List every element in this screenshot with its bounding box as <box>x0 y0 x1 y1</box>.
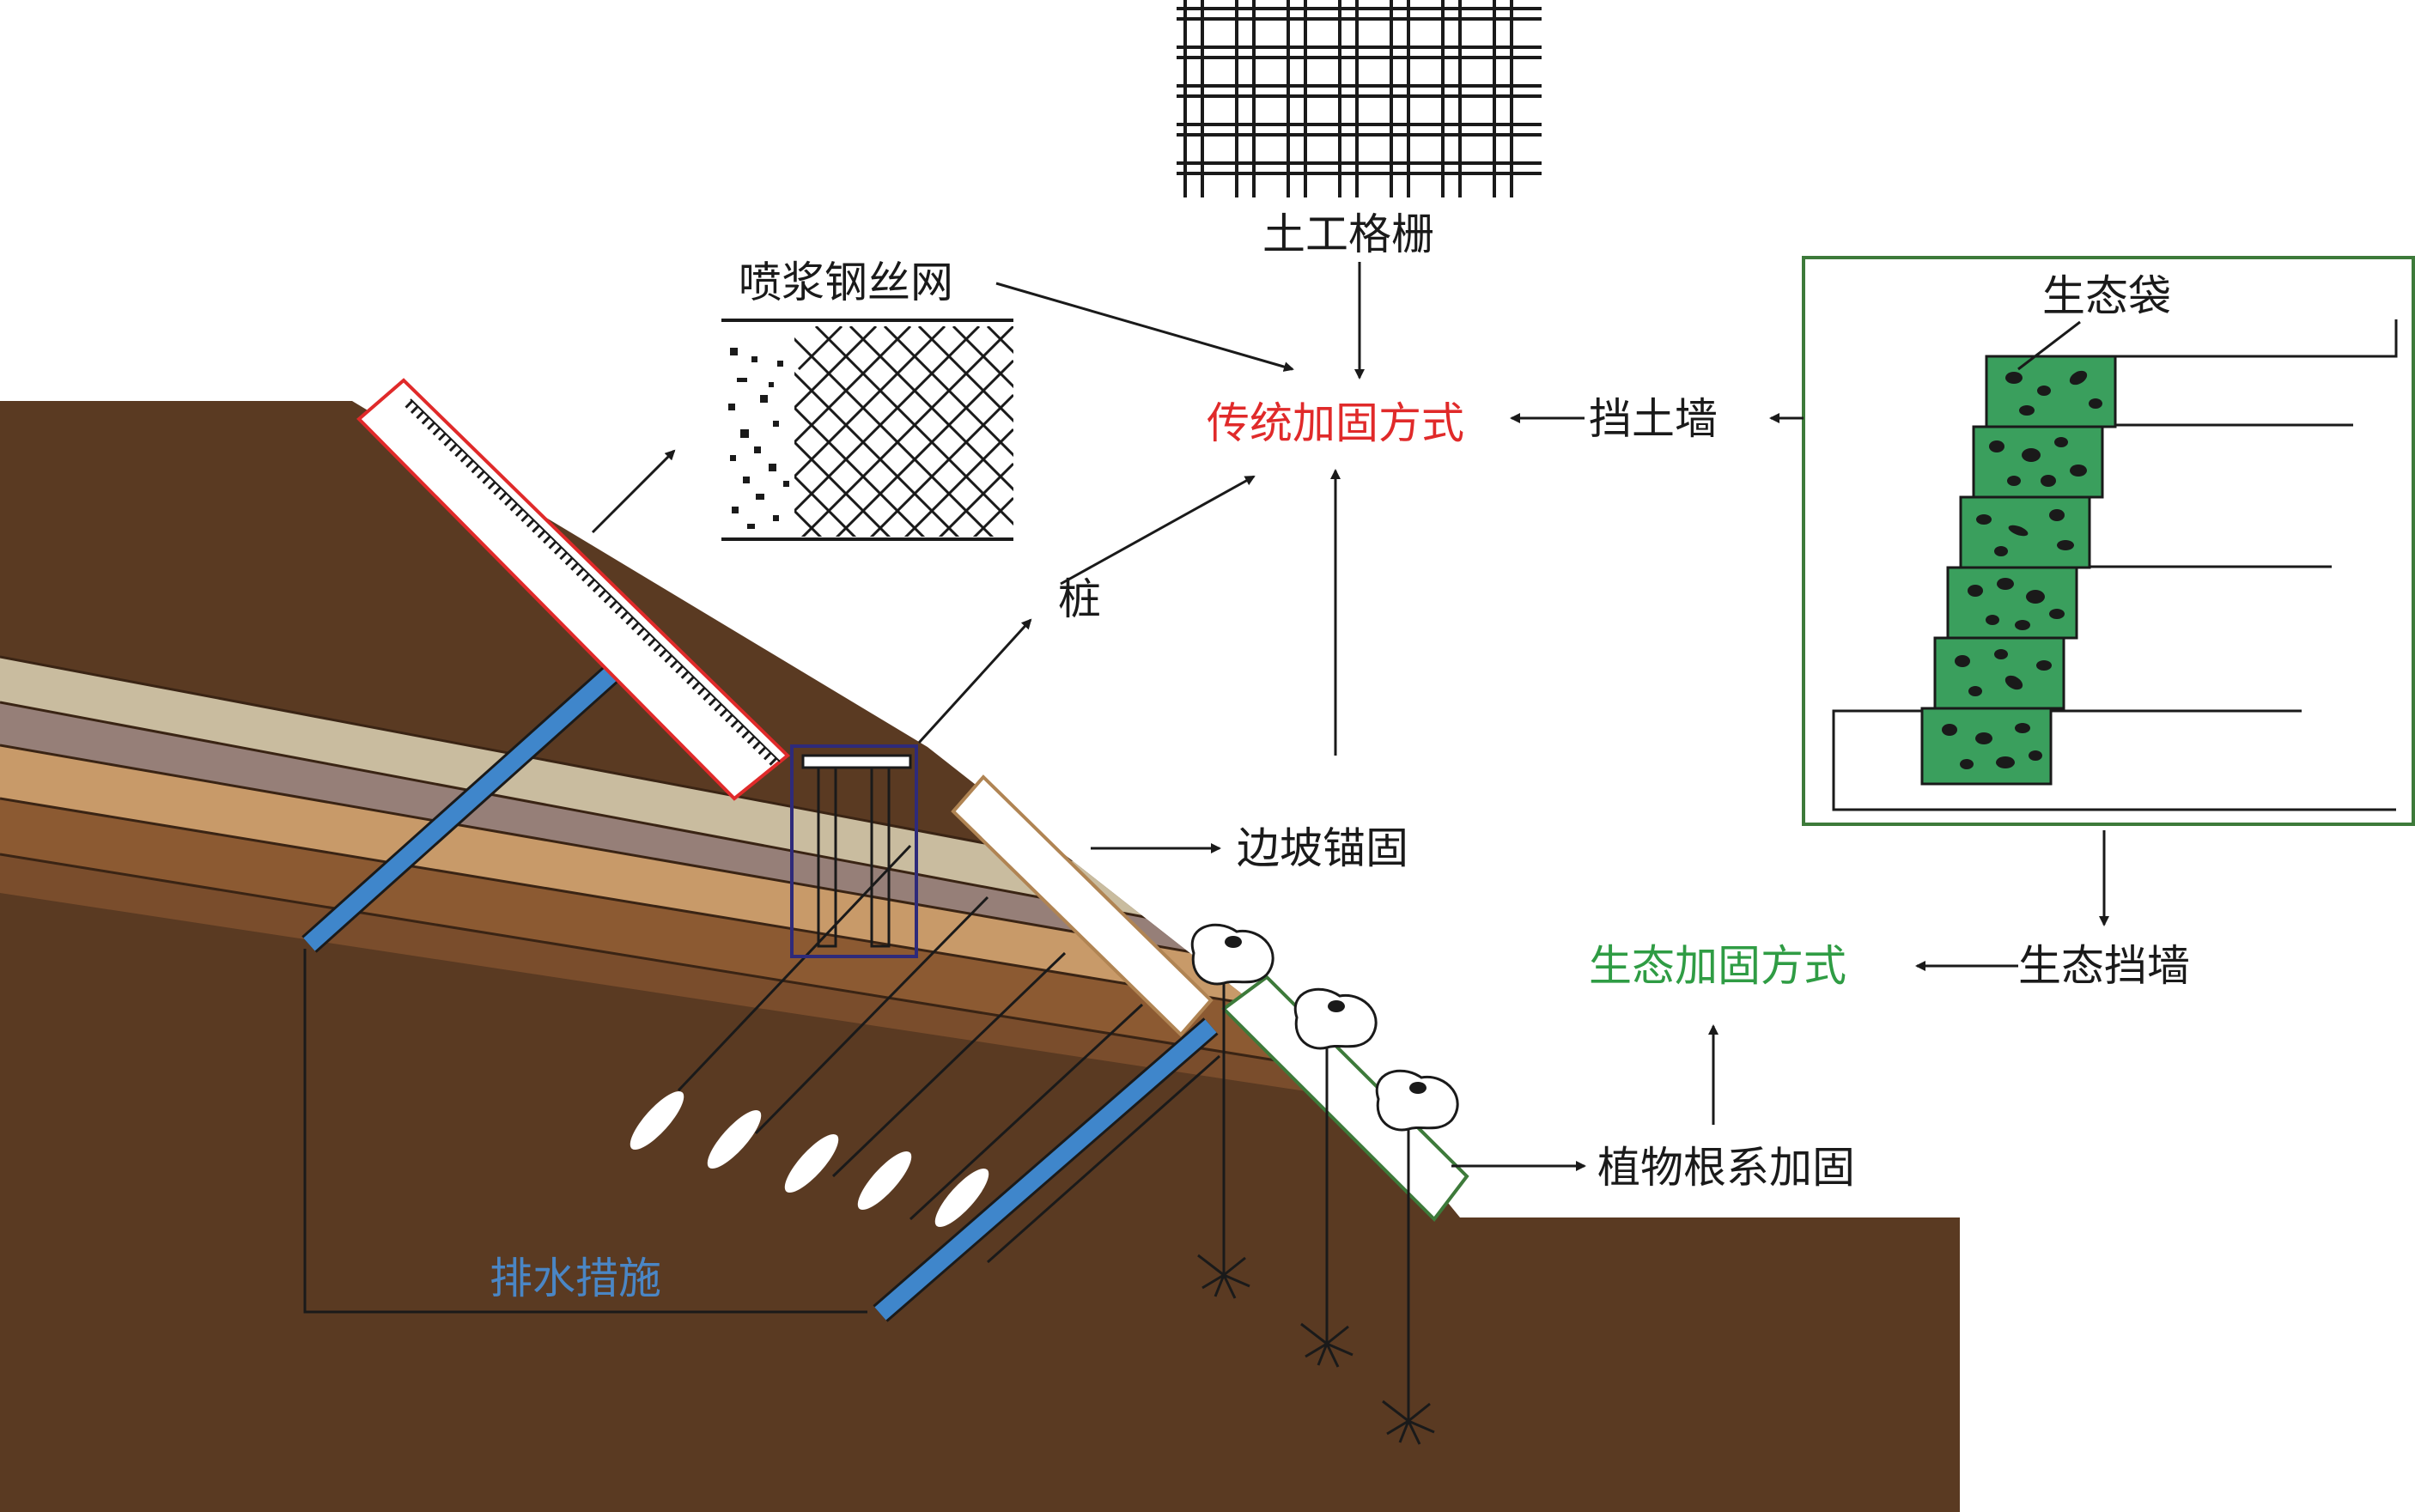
slope-anchor-box <box>951 774 1214 1037</box>
plant-root-label: 植物根系加固 <box>1597 1143 1855 1193</box>
anchor-rods <box>677 844 1220 1264</box>
traditional-methods-label: 传统加固方式 <box>1207 398 1464 448</box>
anchor-bulbs <box>630 1090 989 1228</box>
eco-wall-inset <box>1802 256 2415 826</box>
wire-mesh-inset <box>721 319 1013 541</box>
pile-detail <box>790 744 918 958</box>
retaining-wall-label: 挡土墙 <box>1589 394 1718 444</box>
slope-anchor-label: 边坡锚固 <box>1237 823 1408 873</box>
vegetation-detail <box>1190 923 1469 1445</box>
slope-soil <box>0 401 1960 1512</box>
drainage-pipes <box>301 640 1219 1322</box>
shotcrete-mesh-label: 喷浆钢丝网 <box>739 258 953 307</box>
geogrid-inset <box>1177 0 1542 197</box>
eco-retaining-wall-label: 生态挡墙 <box>2018 941 2190 991</box>
drainage-label: 排水措施 <box>490 1254 661 1303</box>
connector-arrows <box>591 262 2109 1171</box>
shotcrete-strip <box>356 378 791 801</box>
ecological-methods-label: 生态加固方式 <box>1589 941 1846 991</box>
soil-layers <box>0 655 1357 1099</box>
pile-label: 桩 <box>1058 574 1101 624</box>
geogrid-label: 土工格栅 <box>1262 209 1434 259</box>
eco-bag-label: 生态袋 <box>2042 271 2171 321</box>
